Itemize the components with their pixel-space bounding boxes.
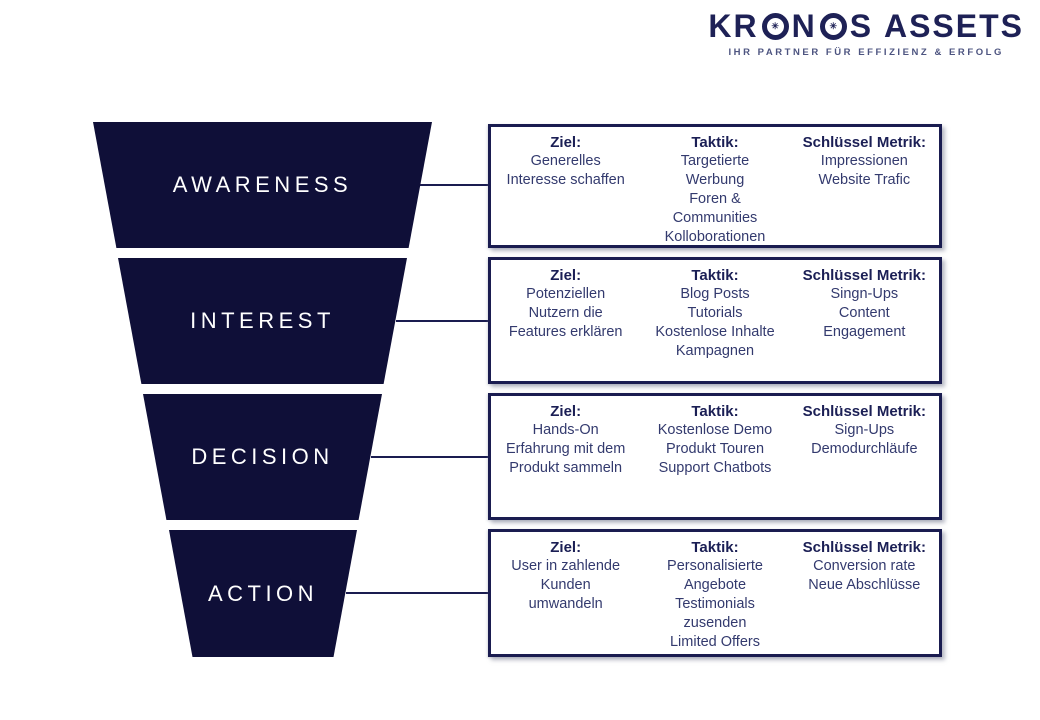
column-line: Kolloborationen: [664, 229, 766, 245]
column-heading: Schlüssel Metrik:: [802, 267, 927, 284]
column-line: Hands-On: [532, 422, 599, 438]
column-line: Potenziellen: [526, 286, 606, 302]
funnel-stage-label: AWARENESS: [172, 172, 353, 197]
column-line: Limited Offers: [669, 634, 760, 650]
funnel-stage-decision: DECISION: [143, 394, 382, 520]
column-line: Foren &: [689, 191, 741, 207]
column-line: Targetierte: [680, 153, 750, 169]
column-line: Interesse schaffen: [506, 172, 625, 188]
column-line: Blog Posts: [680, 286, 750, 302]
column-line: Nutzern die: [528, 305, 603, 321]
column-line: Produkt sammeln: [509, 460, 623, 476]
column-line: Demodurchläufe: [811, 441, 918, 457]
funnel-stage-awareness: AWARENESS: [93, 122, 432, 248]
column-line: Produkt Touren: [665, 441, 765, 457]
logo-o-star-icon: ✳: [829, 20, 837, 31]
column-line: Communities: [672, 210, 758, 226]
column-line: Neue Abschlüsse: [808, 577, 921, 593]
funnel-stage-interest: INTEREST: [118, 258, 407, 384]
column-heading: Ziel:: [550, 267, 582, 284]
column-line: Website Trafic: [818, 172, 911, 188]
column-line: Support Chatbots: [658, 460, 772, 476]
logo-tagline: IHR PARTNER FÜR EFFIZIENZ & ERFOLG: [728, 47, 1004, 58]
column-heading: Schlüssel Metrik:: [802, 403, 927, 420]
column-line: Generelles: [530, 153, 601, 169]
column-line: Testimonials: [675, 596, 755, 612]
column-line: umwandeln: [528, 596, 603, 612]
connector-line: [420, 184, 488, 186]
column-line: Erfahrung mit dem: [506, 441, 626, 457]
column-line: Content: [838, 305, 890, 321]
column-line: Kostenlose Demo: [657, 422, 773, 438]
column-line: Sign-Ups: [834, 422, 895, 438]
column-line: zusenden: [683, 615, 747, 631]
logo-o-ring-icon: ✳: [761, 12, 789, 40]
connector-line: [346, 592, 488, 594]
column-heading: Ziel:: [550, 403, 582, 420]
column-heading: Schlüssel Metrik:: [802, 134, 927, 151]
column-line: Engagement: [823, 324, 906, 340]
column-heading: Taktik:: [691, 267, 739, 284]
column-line: Features erklären: [508, 324, 623, 340]
column-line: Impressionen: [820, 153, 908, 169]
column-heading: Schlüssel Metrik:: [802, 539, 927, 556]
column-line: Conversion rate: [813, 558, 916, 574]
funnel-stage-label: INTEREST: [190, 308, 335, 333]
column-line: Tutorials: [687, 305, 743, 321]
column-line: Angebote: [683, 577, 747, 593]
connector-line: [371, 456, 488, 458]
column-line: User in zahlende: [511, 558, 621, 574]
column-heading: Ziel:: [550, 134, 582, 151]
column-heading: Taktik:: [691, 403, 739, 420]
column-heading: Ziel:: [550, 539, 582, 556]
column-heading: Taktik:: [691, 134, 739, 151]
column-line: Singn-Ups: [830, 286, 899, 302]
column-line: Kampagnen: [675, 343, 755, 359]
funnel-stage-action: ACTION: [169, 530, 357, 657]
column-line: Kunden: [540, 577, 591, 593]
column-line: Kostenlose Inhalte: [655, 324, 775, 340]
funnel-stage-label: DECISION: [191, 444, 334, 469]
logo-o-star-icon: ✳: [771, 20, 779, 31]
logo-o-ring-icon: ✳: [819, 12, 847, 40]
column-line: Werbung: [685, 172, 745, 188]
column-heading: Taktik:: [691, 539, 739, 556]
connector-line: [396, 320, 488, 322]
funnel-stage-label: ACTION: [207, 580, 319, 606]
column-line: Personalisierte: [667, 558, 763, 574]
